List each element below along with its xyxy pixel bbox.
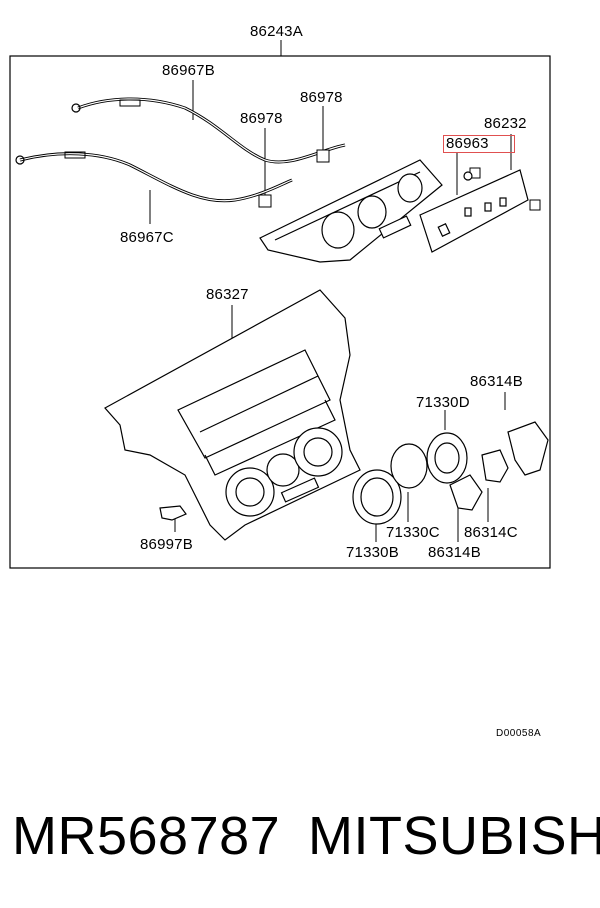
callout-86967c: 86967C bbox=[120, 229, 174, 246]
callout-86243a: 86243A bbox=[250, 23, 303, 40]
callout-86963-highlighted: 86963 bbox=[443, 135, 515, 153]
knobs-and-rings bbox=[352, 421, 549, 525]
callout-86967b: 86967B bbox=[162, 62, 215, 79]
callout-86978-left: 86978 bbox=[240, 110, 283, 127]
cables bbox=[15, 97, 346, 203]
leader-lines bbox=[149, 40, 512, 542]
callout-86314c: 86314C bbox=[464, 524, 518, 541]
callout-86314b-top: 86314B bbox=[470, 373, 523, 390]
part-number: MR568787 bbox=[12, 806, 281, 866]
callout-86997b: 86997B bbox=[140, 536, 193, 553]
control-assembly bbox=[259, 159, 443, 263]
clips bbox=[258, 149, 541, 211]
callout-86978-right: 86978 bbox=[300, 89, 343, 106]
bezel bbox=[104, 289, 361, 541]
callout-86327: 86327 bbox=[206, 286, 249, 303]
brand-name: MITSUBISHI bbox=[308, 806, 600, 866]
callout-71330c: 71330C bbox=[386, 524, 440, 541]
callout-71330d: 71330D bbox=[416, 394, 470, 411]
drawing-code: D00058A bbox=[496, 728, 542, 739]
callout-86314b-bottom: 86314B bbox=[428, 544, 481, 561]
callout-71330b: 71330B bbox=[346, 544, 399, 561]
bottom-clip bbox=[159, 505, 187, 521]
diagram-frame bbox=[9, 55, 551, 569]
callout-86232: 86232 bbox=[484, 115, 527, 132]
control-panel bbox=[419, 169, 529, 253]
